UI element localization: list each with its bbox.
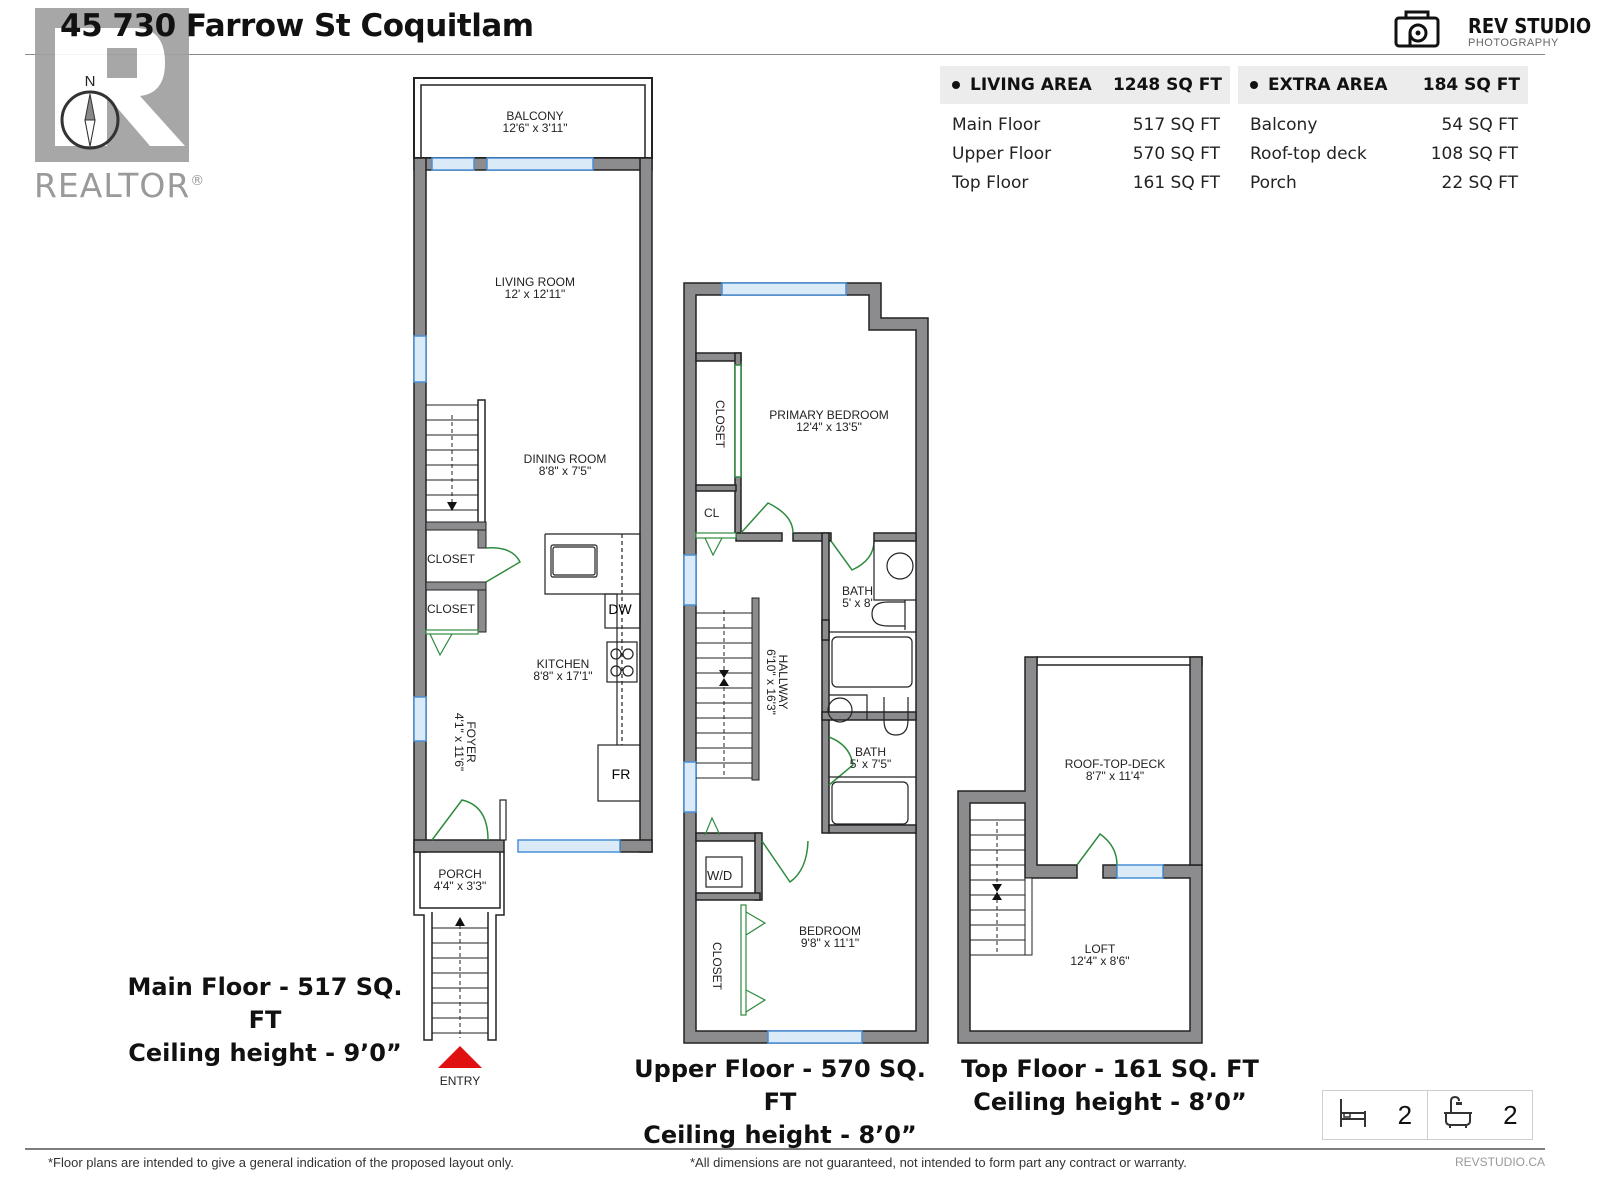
- stair-arrow-icon: [992, 884, 1002, 900]
- brand-name: REV STUDIO: [1468, 14, 1592, 38]
- svg-text:DW: DW: [608, 601, 632, 617]
- page-title: 45 730 Farrow St Coquitlam: [60, 8, 534, 44]
- camera-icon: [1394, 8, 1442, 53]
- bullet-icon: [952, 81, 960, 89]
- bathroom-count: 2: [1427, 1091, 1532, 1139]
- entry-arrow-icon: [438, 1046, 482, 1068]
- footer-divider: [25, 1148, 1545, 1150]
- extra-area-header: EXTRA AREA 184 SQ FT: [1238, 66, 1528, 104]
- svg-text:N: N: [85, 73, 96, 90]
- room-label-closet: CLOSET: [427, 602, 476, 616]
- stair-arrow-icon: [447, 502, 457, 511]
- bed-icon: [1338, 1095, 1368, 1136]
- room-label-closet: CLOSET: [710, 941, 724, 990]
- room-label-cl: CL: [704, 506, 720, 520]
- footer-note-center: *All dimensions are not guaranteed, not …: [690, 1155, 1187, 1170]
- room-label-wd: W/D: [707, 868, 733, 883]
- entry-label: ENTRY: [439, 1074, 481, 1088]
- living-area-header: LIVING AREA 1248 SQ FT: [940, 66, 1230, 104]
- upper-floor-caption: Upper Floor - 570 SQ. FT Ceiling height …: [634, 1055, 926, 1149]
- compass-icon: N: [58, 70, 122, 159]
- stair-arrow-icon: [719, 670, 729, 686]
- bed-bath-summary: 2 2: [1322, 1090, 1533, 1140]
- bathtub-icon: [1442, 1095, 1474, 1136]
- svg-text:FR: FR: [612, 766, 631, 782]
- header-divider: [25, 54, 1545, 55]
- top-floor-caption: Top Floor - 161 SQ. FT Ceiling height - …: [961, 1055, 1259, 1116]
- main-floor-caption: Main Floor - 517 SQ. FT Ceiling height -…: [127, 973, 403, 1067]
- bullet-icon: [1250, 81, 1258, 89]
- bedroom-count: 2: [1323, 1091, 1427, 1139]
- room-label-closet: CLOSET: [427, 552, 476, 566]
- room-label-closet: CLOSET: [713, 399, 727, 448]
- footer-site: REVSTUDIO.CA: [1455, 1155, 1546, 1169]
- realtor-wordmark: REALTOR®: [34, 166, 206, 205]
- footer-note-left: *Floor plans are intended to give a gene…: [48, 1155, 514, 1170]
- brand-subtitle: PHOTOGRAPHY: [1468, 37, 1559, 49]
